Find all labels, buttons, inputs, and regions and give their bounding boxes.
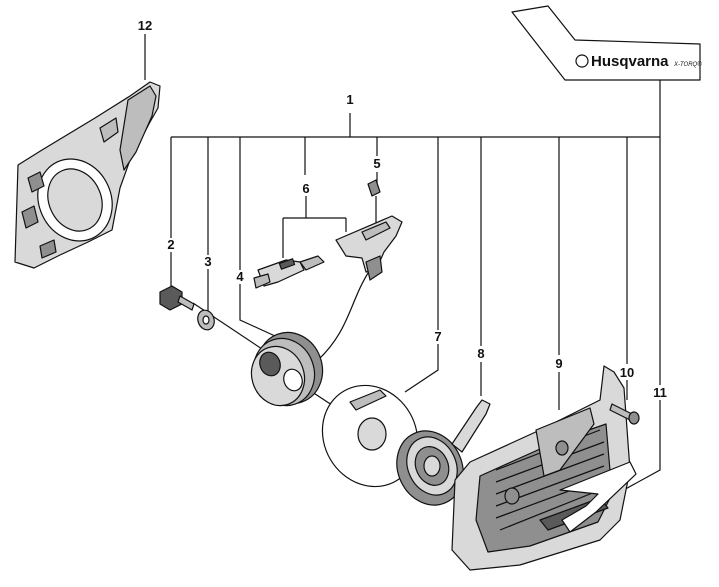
callout-12: 12 bbox=[138, 18, 152, 33]
callout-4: 4 bbox=[236, 269, 244, 284]
callout-9: 9 bbox=[555, 356, 562, 371]
decal-brand: Husqvarna X-TORQ® bbox=[575, 53, 702, 70]
part-9-starter-housing bbox=[451, 365, 631, 571]
callout-6: 6 bbox=[302, 181, 309, 196]
part-6-handle-insert bbox=[253, 255, 325, 289]
part-4-pulley bbox=[250, 331, 324, 407]
callout-8: 8 bbox=[477, 346, 484, 361]
decal-brand-text: Husqvarna bbox=[591, 53, 669, 70]
part-3-washer bbox=[197, 309, 215, 331]
callout-5: 5 bbox=[373, 156, 380, 171]
callout-10: 10 bbox=[620, 365, 634, 380]
callout-11: 11 bbox=[653, 385, 667, 400]
part-5-starter-handle bbox=[335, 179, 403, 281]
callout-2: 2 bbox=[167, 237, 174, 252]
part-8-recoil-spring bbox=[396, 399, 491, 506]
part-12-cover-plate bbox=[14, 81, 161, 269]
callout-1: 1 bbox=[346, 92, 353, 107]
callout-3: 3 bbox=[204, 254, 211, 269]
decal-sub-text: X-TORQ® bbox=[673, 61, 702, 68]
callout-7: 7 bbox=[434, 329, 441, 344]
callout-numbers: 1 2 3 4 5 6 7 8 9 10 11 12 bbox=[138, 18, 667, 400]
part-11-decal bbox=[511, 5, 701, 533]
part-2-bolt bbox=[159, 285, 195, 311]
part-7-spring-plate bbox=[321, 384, 419, 488]
part-10-screw bbox=[609, 403, 640, 425]
